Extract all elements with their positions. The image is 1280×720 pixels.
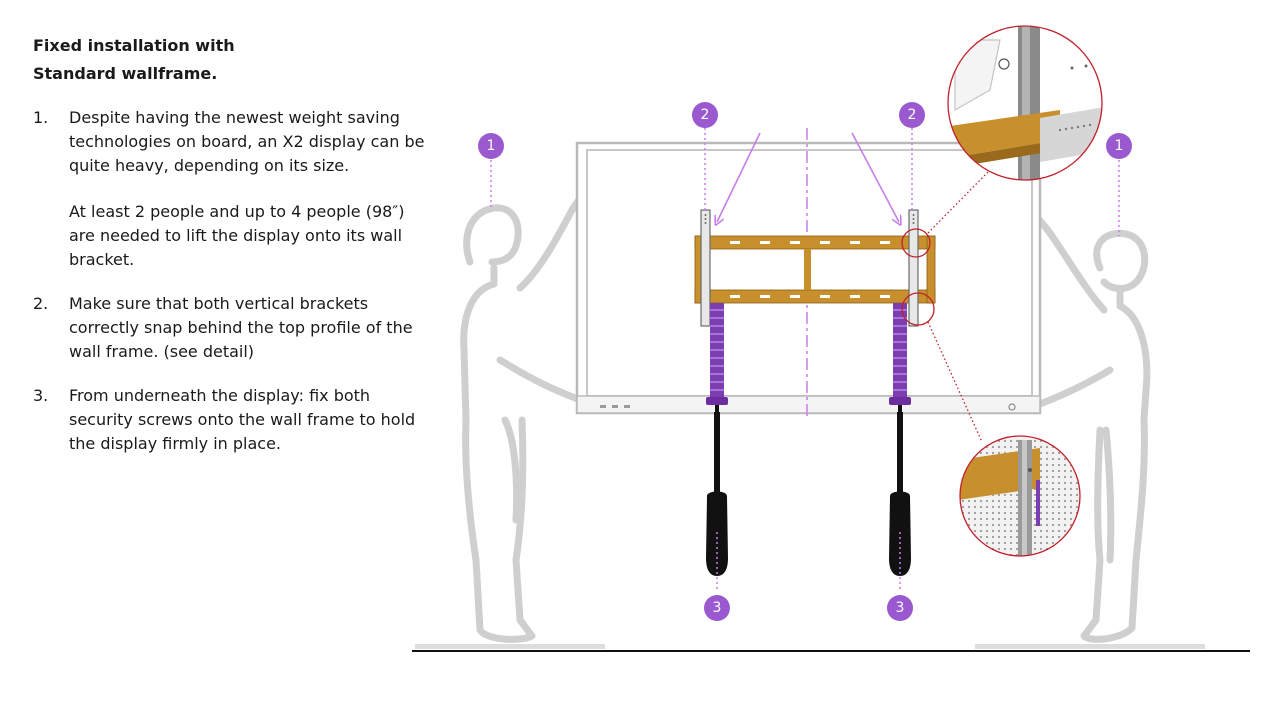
step-2: 2. Make sure that both vertical brackets… xyxy=(33,292,433,364)
step-number: 2. xyxy=(33,294,49,313)
badge-label: 2 xyxy=(701,107,710,123)
vertical-bracket-right xyxy=(908,209,919,327)
step-text: Make sure that both vertical brackets co… xyxy=(69,294,413,361)
title-line-1: Fixed installation with xyxy=(33,36,235,55)
badge-label: 2 xyxy=(908,107,917,123)
lift-direction-arrows xyxy=(717,132,899,222)
badge-label: 1 xyxy=(487,138,496,154)
detail-markers xyxy=(901,169,991,443)
step-text: From underneath the display: fix both se… xyxy=(69,386,416,453)
callout-badge-left-screw: 3 xyxy=(704,595,730,621)
step-number: 3. xyxy=(33,386,49,405)
callout-badge-right-person: 1 xyxy=(1106,133,1132,159)
detail-zoom-top xyxy=(947,25,1103,181)
badge-label: 3 xyxy=(713,600,722,616)
step-3: 3. From underneath the display: fix both… xyxy=(33,384,433,456)
badge-label: 1 xyxy=(1115,138,1124,154)
instructions-panel: Fixed installation with Standard wallfra… xyxy=(33,32,433,476)
step-number: 1. xyxy=(33,108,49,127)
security-screw-left xyxy=(706,303,728,405)
right-person-figure xyxy=(1024,204,1151,643)
screwdriver-right xyxy=(889,405,911,592)
floor xyxy=(412,644,1250,652)
wall-frame xyxy=(694,235,936,304)
page-title: Fixed installation with Standard wallfra… xyxy=(33,32,433,88)
callout-badge-right-bracket: 2 xyxy=(899,102,925,128)
screwdriver-left xyxy=(706,405,728,592)
detail-zoom-bottom xyxy=(959,435,1081,557)
callout-badge-right-screw: 3 xyxy=(887,595,913,621)
step-1: 1. Despite having the newest weight savi… xyxy=(33,106,433,272)
title-line-2: Standard wallframe. xyxy=(33,64,218,83)
callout-badge-left-bracket: 2 xyxy=(692,102,718,128)
vertical-bracket-left xyxy=(700,209,711,327)
callout-leader-lines xyxy=(490,128,1120,236)
step-extra-text: At least 2 people and up to 4 people (98… xyxy=(69,202,405,269)
callout-badge-left-person: 1 xyxy=(478,133,504,159)
badge-label: 3 xyxy=(896,600,905,616)
step-text: Despite having the newest weight saving … xyxy=(69,108,425,175)
